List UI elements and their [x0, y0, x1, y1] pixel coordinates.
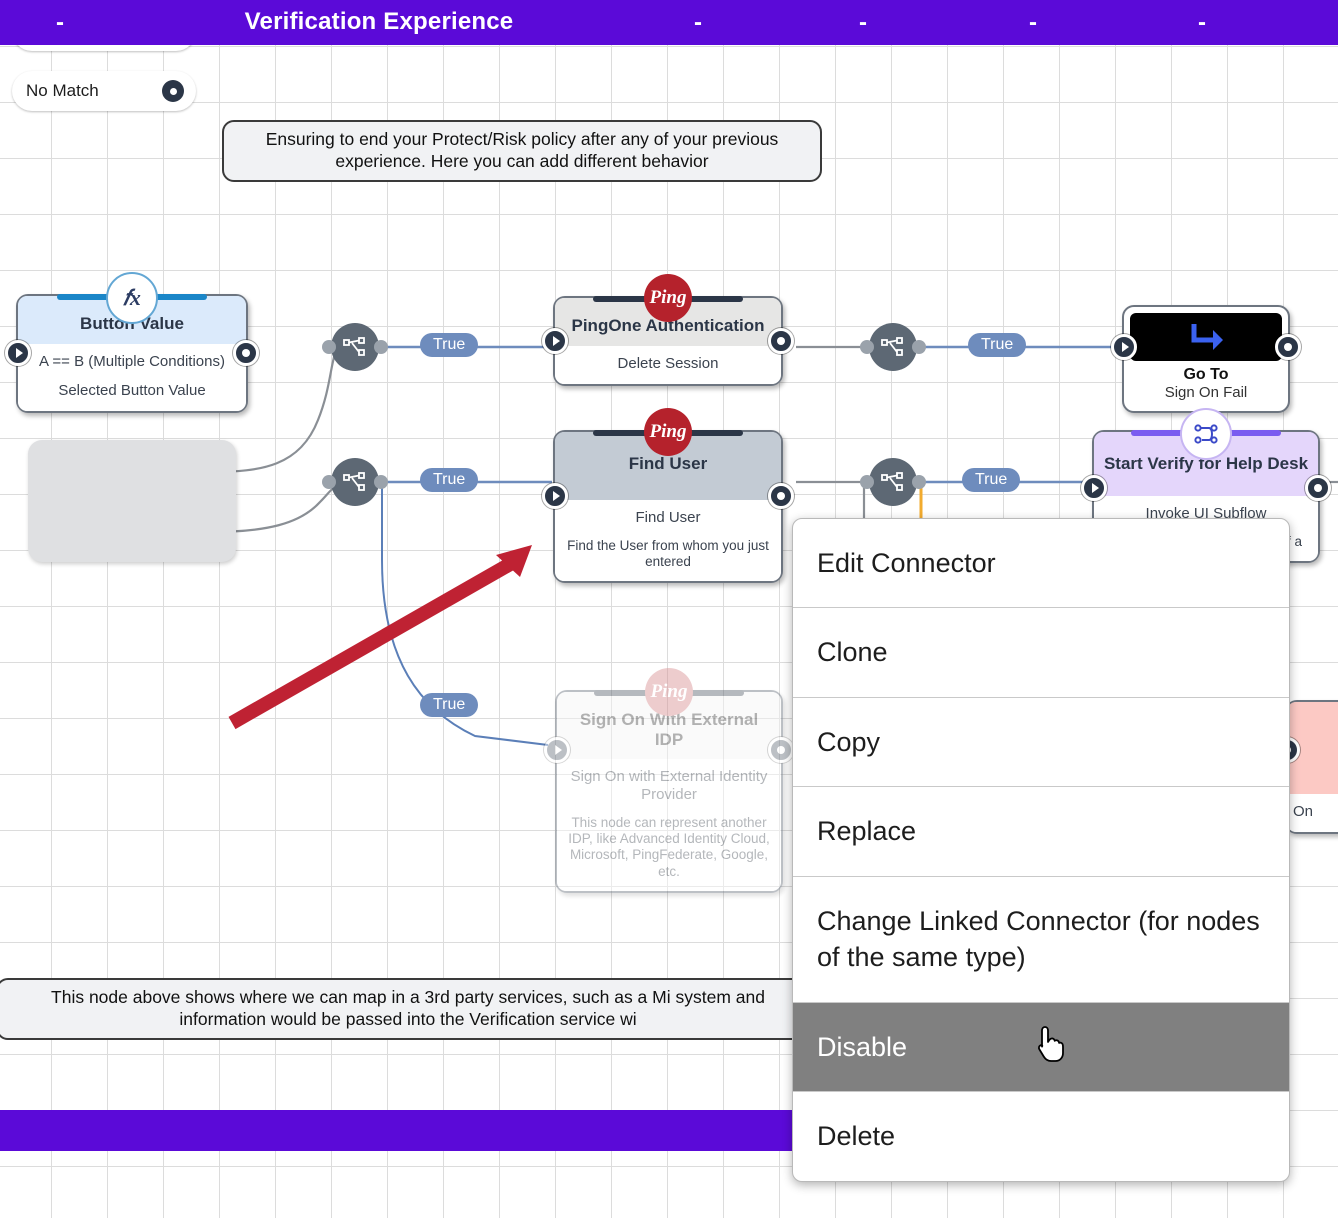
node-start-verify-for-help-desk-input-port[interactable] — [1081, 475, 1107, 501]
outcome-no-match-port-icon[interactable] — [162, 80, 184, 102]
goto-arrow-icon — [1130, 313, 1282, 361]
ping-logo-icon: Ping — [644, 274, 692, 322]
switch-icon — [881, 337, 903, 356]
node-sign-on-with-external-idp-input-port[interactable] — [544, 737, 570, 763]
switch-icon — [343, 337, 365, 356]
page-title: Verification Experience — [244, 8, 514, 35]
node-button-value-input-port[interactable] — [5, 340, 31, 367]
node-find-user-line1: Find User — [635, 508, 701, 526]
edge-label-true-1[interactable]: True — [420, 333, 479, 357]
connector-switch-2[interactable] — [331, 458, 379, 506]
header-dash-5: - — [1198, 9, 1206, 36]
annotation-note-top-text: Ensuring to end your Protect/Risk policy… — [265, 129, 779, 171]
node-pingone-authentication-input-port[interactable] — [542, 327, 568, 354]
node-sign-on-partial-body: On — [1287, 794, 1338, 832]
switch-icon — [881, 472, 903, 491]
node-start-verify-for-help-desk-line1: Invoke UI Subflow — [1145, 504, 1267, 522]
connector-switch-3[interactable] — [869, 323, 917, 371]
fx-icon: 𝑓x — [106, 272, 158, 324]
ping-logo-icon: Ping — [645, 668, 693, 716]
node-find-user-output-port[interactable] — [768, 483, 794, 509]
node-button-value-line2: Selected Button Value — [58, 381, 206, 399]
node-button-value[interactable]: 𝑓x Button Value A == B (Multiple Conditi… — [5, 272, 259, 413]
node-capbar — [594, 690, 744, 696]
node-button-value-line1: A == B (Multiple Conditions) — [39, 352, 225, 370]
header-dash-4: - — [1029, 9, 1037, 36]
node-pingone-authentication-body: Delete Session — [555, 345, 781, 384]
edge-label-true-3[interactable]: True — [968, 333, 1027, 357]
connector-context-menu[interactable]: Edit Connector Clone Copy Replace Change… — [792, 518, 1290, 1182]
menu-item-disable[interactable]: Disable — [793, 1002, 1289, 1093]
node-go-to-body: Go To Sign On Fail — [1130, 361, 1282, 411]
menu-item-copy[interactable]: Copy — [793, 698, 1289, 788]
header-dash-3: - — [859, 9, 867, 36]
outcome-no-match[interactable]: No Match — [12, 71, 196, 111]
node-go-to-subtitle: Sign On Fail — [1164, 384, 1248, 402]
menu-item-delete[interactable]: Delete — [817, 1121, 896, 1152]
menu-item-disable-label: Disable — [817, 1031, 908, 1062]
ping-logo-icon: Ping — [644, 408, 692, 456]
app-header: Verification Experience - - - - - — [0, 0, 1338, 45]
connector-switch-4[interactable] — [869, 458, 917, 506]
node-start-verify-for-help-desk-output-port[interactable] — [1305, 475, 1331, 501]
node-go-to[interactable]: Go To Sign On Fail — [1111, 305, 1301, 414]
node-pingone-authentication-output-port[interactable] — [768, 327, 794, 354]
menu-item-change-linked-connector[interactable]: Change Linked Connector (for nodes of th… — [793, 877, 1289, 1003]
menu-item-replace[interactable]: Replace — [793, 787, 1289, 877]
node-button-value-body: A == B (Multiple Conditions) Selected Bu… — [18, 343, 246, 411]
subflow-icon — [1180, 408, 1232, 460]
edge-label-true-2[interactable]: True — [420, 468, 479, 492]
annotation-note-bottom-text: This node above shows where we can map i… — [51, 987, 765, 1029]
red-arrow-annotation — [228, 545, 532, 730]
node-pingone-authentication[interactable]: Ping PingOne Authentication Delete Sessi… — [542, 274, 794, 386]
header-dash-1: - — [56, 9, 64, 36]
node-sign-on-with-external-idp[interactable]: Ping Sign On With External IDP Sign On w… — [544, 668, 794, 893]
outcome-no-match-label: No Match — [26, 81, 99, 100]
node-sign-on-with-external-idp-line2: This node can represent another IDP, lik… — [568, 815, 770, 879]
connector-switch-1[interactable] — [331, 323, 379, 371]
node-find-user-body: Find User Find the User from whom you ju… — [555, 499, 781, 581]
switch-icon — [343, 472, 365, 491]
edge-label-true-5[interactable]: True — [420, 693, 479, 717]
node-start-verify-for-help-desk-title: Start Verify for Help Desk — [1094, 432, 1318, 496]
node-go-to-input-port[interactable] — [1111, 334, 1137, 360]
button-value-outcomes-panel — [28, 440, 236, 562]
node-find-user-line2: Find the User from whom you just entered — [567, 537, 769, 569]
annotation-note-top: Ensuring to end your Protect/Risk policy… — [222, 120, 822, 182]
edge-label-true-4[interactable]: True — [962, 468, 1021, 492]
footer-bar — [0, 1110, 792, 1151]
node-sign-on-with-external-idp-output-port[interactable] — [768, 737, 794, 763]
header-dash-2: - — [694, 9, 702, 36]
node-sign-on-with-external-idp-line1: Sign On with External Identity Provider — [570, 768, 768, 804]
node-sign-on-with-external-idp-title: Sign On With External IDP — [557, 692, 781, 760]
node-go-to-title: Go To — [1183, 366, 1229, 383]
menu-item-clone[interactable]: Clone — [793, 608, 1289, 698]
cursor-pointer-icon — [1038, 1025, 1064, 1062]
node-go-to-output-port[interactable] — [1275, 334, 1301, 360]
node-button-value-output-port[interactable] — [233, 340, 259, 367]
menu-item-edit-connector[interactable]: Edit Connector — [793, 519, 1289, 609]
node-sign-on-with-external-idp-body: Sign On with External Identity Provider … — [557, 759, 781, 891]
node-sign-on-partial[interactable]: On — [1274, 700, 1338, 834]
node-find-user[interactable]: Ping Find User Find User Find the User f… — [542, 408, 794, 583]
node-find-user-input-port[interactable] — [542, 483, 568, 509]
